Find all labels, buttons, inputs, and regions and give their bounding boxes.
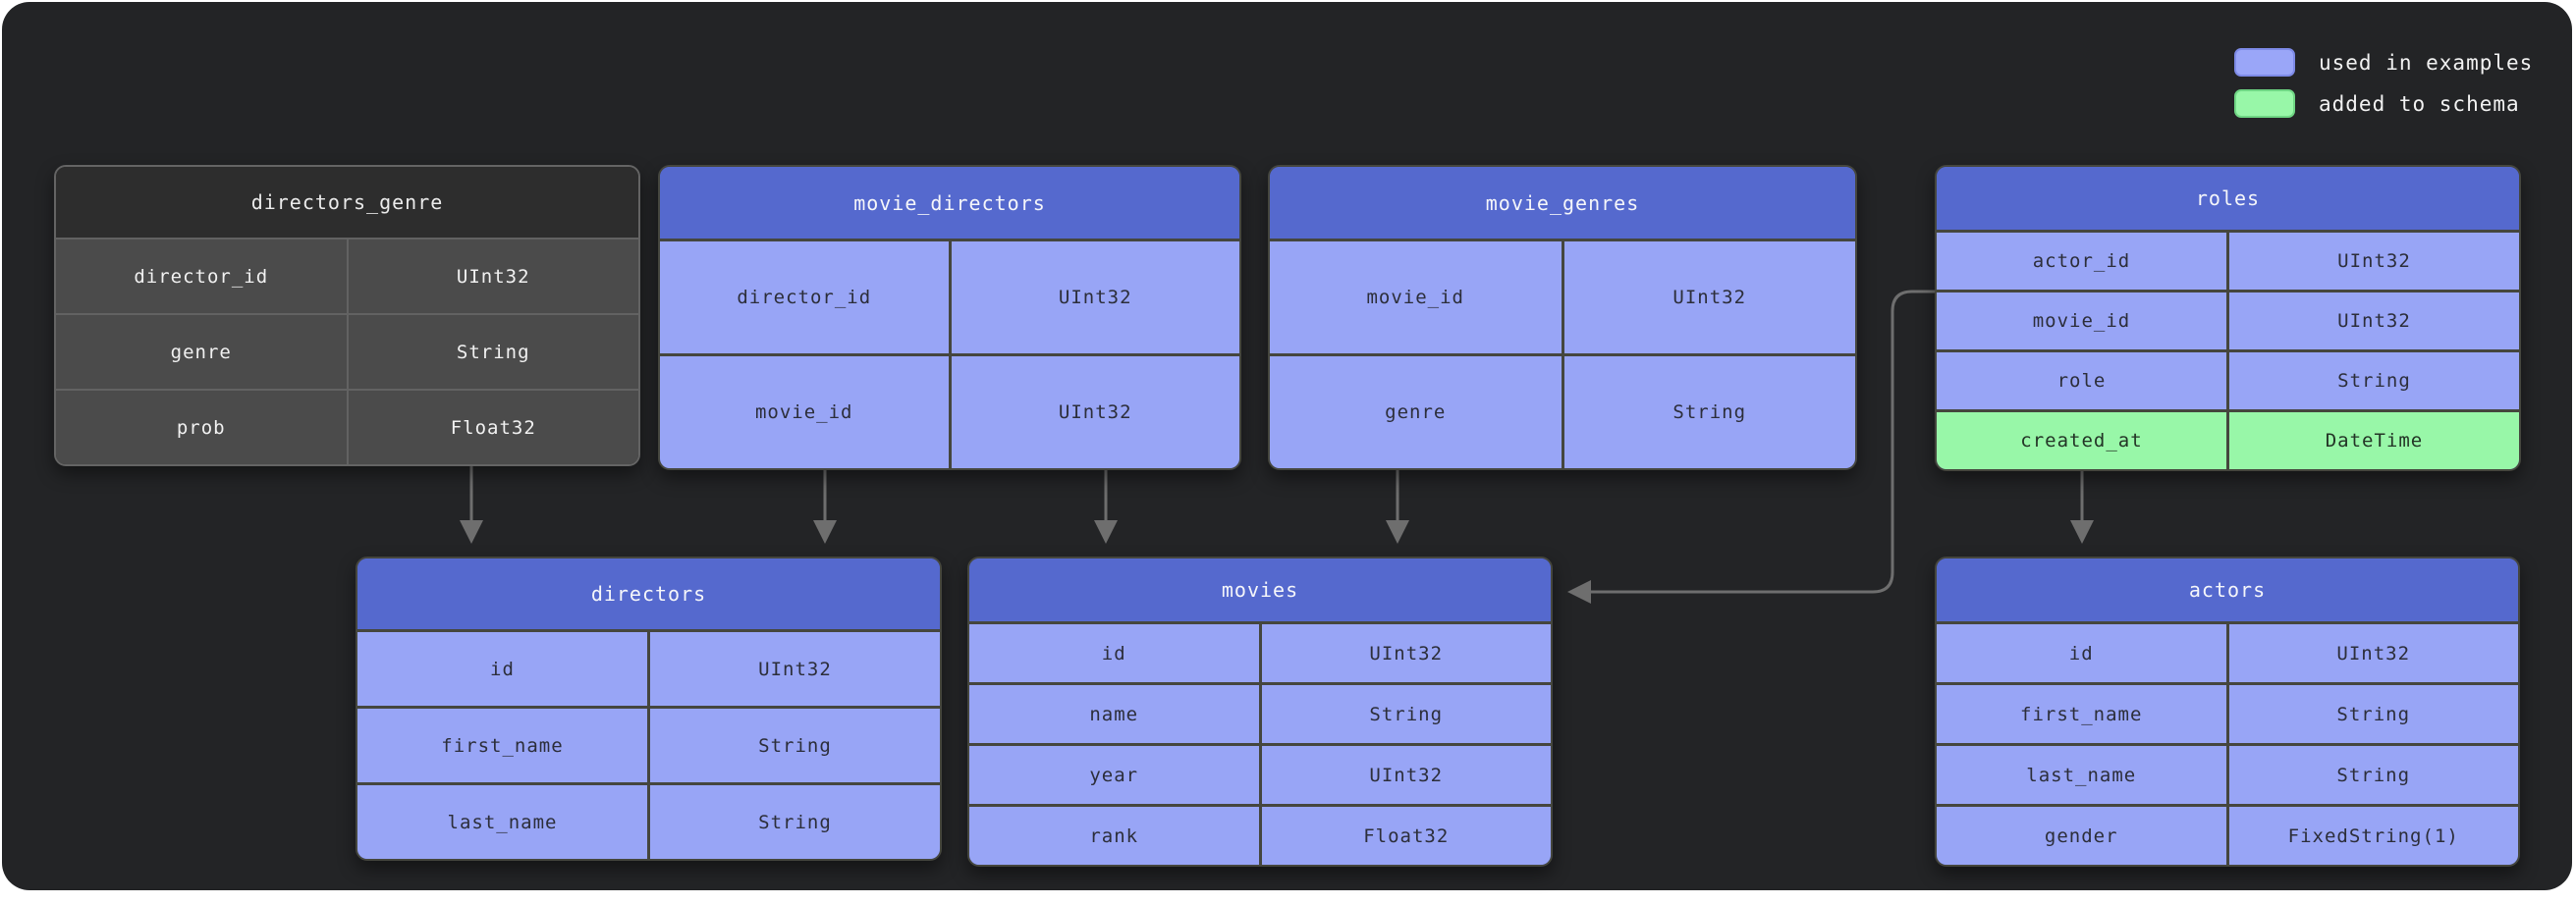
field-type: Float32 — [1258, 807, 1552, 865]
field-name: director_id — [134, 265, 269, 288]
field-type: UInt32 — [948, 356, 1240, 468]
field-row-created_at: created_at DateTime — [1937, 409, 2519, 469]
field-name: actor_id — [2032, 250, 2131, 272]
field-type: String — [1561, 356, 1856, 468]
field-row-first_name: first_name String — [1937, 682, 2518, 743]
table-title: actors — [1937, 558, 2518, 621]
table-title: movie_genres — [1270, 167, 1855, 239]
field-name: movie_id — [1366, 287, 1464, 308]
field-type: UInt32 — [948, 241, 1240, 353]
legend-swatch-green — [2234, 89, 2295, 118]
field-type: String — [346, 315, 639, 389]
legend-label: added to schema — [2319, 91, 2520, 116]
field-type: UInt32 — [2226, 233, 2519, 290]
field-name: genre — [1385, 401, 1447, 423]
field-type: String — [647, 785, 940, 859]
field-name: created_at — [2020, 430, 2143, 452]
field-row-id: id UInt32 — [1937, 621, 2518, 682]
table-title: movie_directors — [660, 167, 1239, 239]
field-row-last_name: last_name String — [357, 782, 940, 859]
field-name: prob — [176, 416, 226, 439]
field-name: last_name — [2026, 764, 2137, 786]
field-row-movie_id: movie_id UInt32 — [1270, 239, 1855, 353]
legend-item-added-to-schema: added to schema — [2234, 89, 2533, 118]
table-title: directors_genre — [56, 167, 638, 238]
table-movie_genres: movie_genres movie_id UInt32 genre String — [1268, 165, 1857, 470]
table-title: roles — [1937, 167, 2519, 230]
field-type: String — [2225, 746, 2519, 804]
field-row-id: id UInt32 — [969, 621, 1551, 682]
legend-item-used-in-examples: used in examples — [2234, 48, 2533, 77]
legend: used in examples added to schema — [2234, 48, 2533, 118]
field-type: UInt32 — [2226, 292, 2519, 349]
legend-swatch-blue — [2234, 48, 2295, 77]
field-row-actor_id: actor_id UInt32 — [1937, 230, 2519, 290]
field-name: rank — [1089, 824, 1139, 847]
table-title: directors — [357, 558, 940, 629]
field-row-gender: gender FixedString(1) — [1937, 804, 2518, 865]
field-name: year — [1089, 764, 1139, 786]
field-row-movie_id: movie_id UInt32 — [1937, 290, 2519, 349]
field-type: UInt32 — [1561, 241, 1856, 353]
field-type: UInt32 — [346, 239, 639, 313]
field-type: UInt32 — [1258, 746, 1552, 804]
field-row-year: year UInt32 — [969, 743, 1551, 804]
field-name: first_name — [441, 734, 564, 757]
field-row-last_name: last_name String — [1937, 743, 2518, 804]
field-name: id — [490, 658, 515, 680]
field-type: String — [647, 709, 940, 782]
field-type: Float32 — [346, 391, 639, 464]
field-row-movie_id: movie_id UInt32 — [660, 353, 1239, 468]
field-row-id: id UInt32 — [357, 629, 940, 706]
field-row-director_id: director_id UInt32 — [660, 239, 1239, 353]
field-name: name — [1089, 703, 1139, 725]
field-row-name: name String — [969, 682, 1551, 743]
field-type: UInt32 — [2225, 624, 2519, 682]
legend-label: used in examples — [2319, 50, 2534, 75]
field-type: String — [1258, 685, 1552, 743]
field-name: movie_id — [2032, 310, 2131, 332]
field-row-genre: genre String — [1270, 353, 1855, 468]
field-name: gender — [2044, 824, 2118, 847]
field-name: role — [2056, 370, 2107, 392]
field-type: UInt32 — [647, 632, 940, 706]
table-fields: director_id UInt32 genre String prob Float32 — [56, 238, 638, 464]
field-type: String — [2226, 352, 2519, 409]
field-name: id — [2068, 642, 2094, 665]
field-row-role: role String — [1937, 349, 2519, 409]
field-row-director_id: director_id UInt32 — [56, 238, 638, 313]
field-row-rank: rank Float32 — [969, 804, 1551, 865]
field-type: FixedString(1) — [2225, 807, 2519, 865]
field-row-prob: prob Float32 — [56, 389, 638, 464]
field-name: id — [1101, 642, 1126, 665]
field-name: first_name — [2020, 703, 2143, 725]
field-name: movie_id — [754, 401, 853, 423]
table-directors_genre: directors_genre director_id UInt32 genre St… — [54, 165, 640, 466]
field-row-first_name: first_name String — [357, 706, 940, 782]
field-type: String — [2225, 685, 2519, 743]
field-name: director_id — [737, 287, 872, 308]
field-name: last_name — [447, 811, 558, 833]
table-fields: movie_id UInt32 genre String — [1270, 239, 1855, 468]
table-title: movies — [969, 558, 1551, 621]
field-row-genre: genre String — [56, 313, 638, 389]
field-name: genre — [170, 341, 232, 363]
field-type: UInt32 — [1258, 624, 1552, 682]
field-type: DateTime — [2226, 412, 2519, 469]
